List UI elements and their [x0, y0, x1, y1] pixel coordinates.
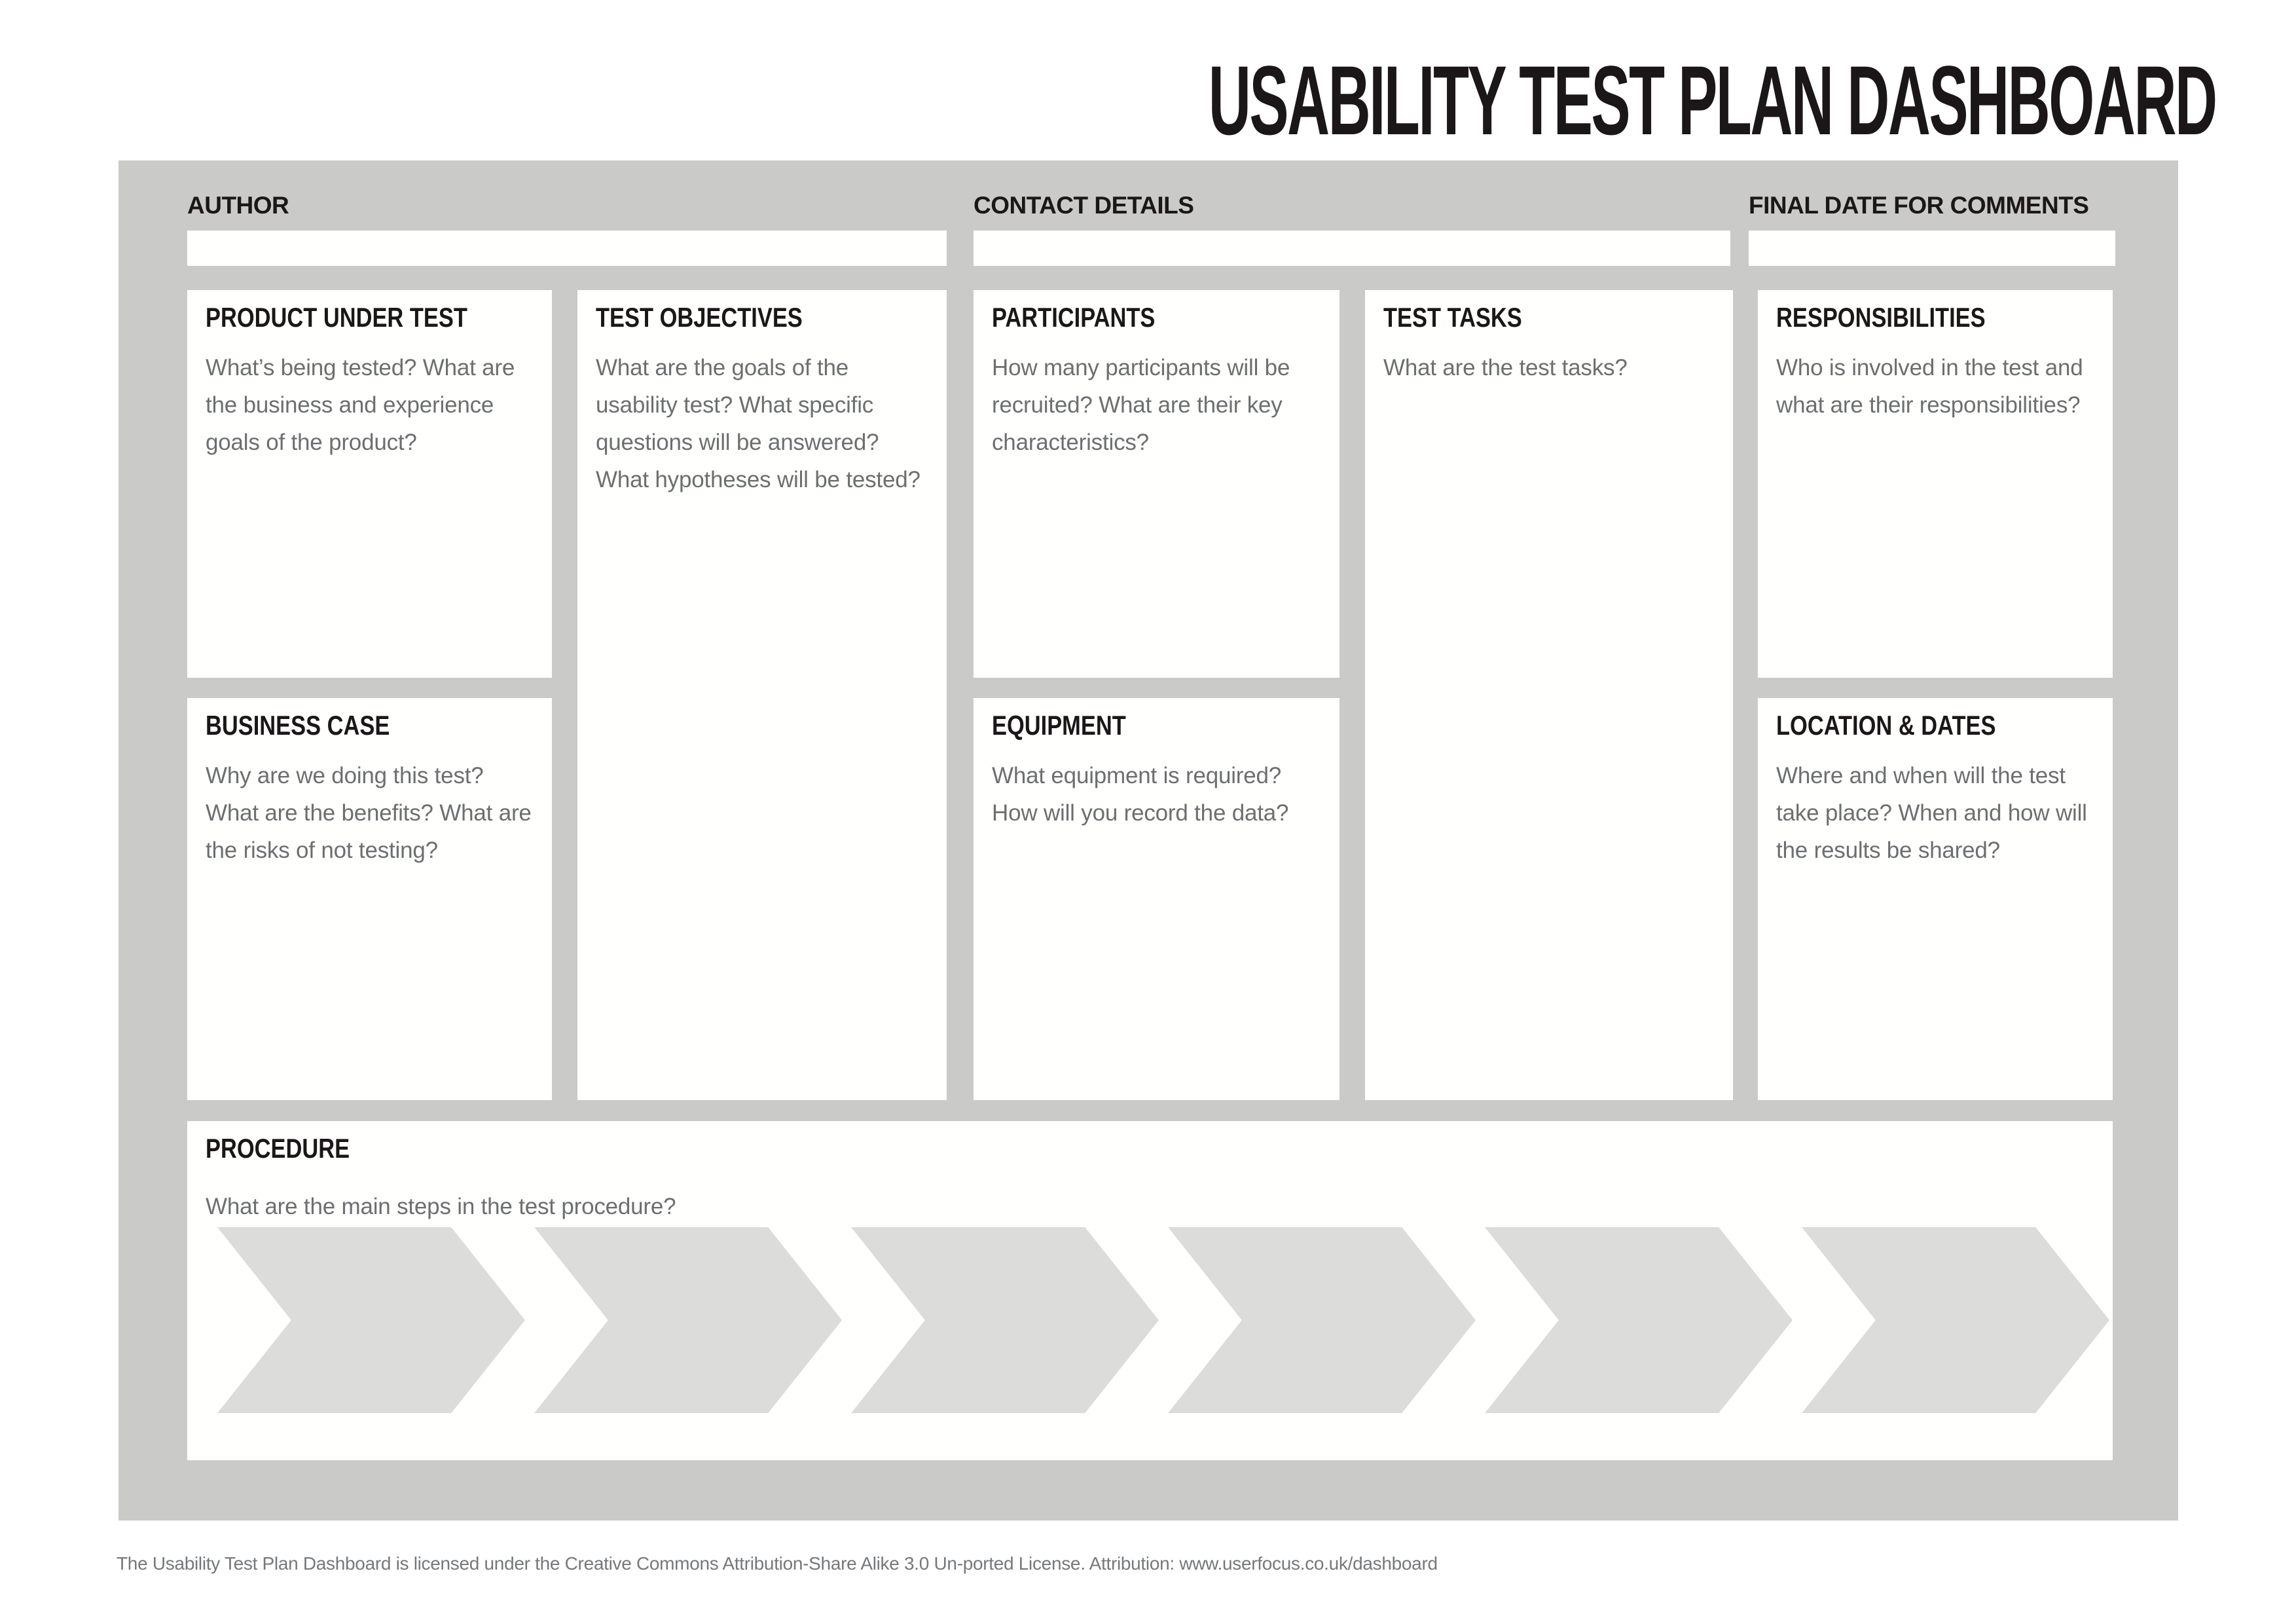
author-field-label: AUTHOR	[187, 192, 289, 219]
card-responsibilities: RESPONSIBILITIES Who is involved in the …	[1758, 290, 2113, 678]
card-title: PRODUCT UNDER TEST	[206, 302, 467, 333]
procedure-step-chevron	[217, 1227, 525, 1413]
final-date-input[interactable]	[1749, 231, 2115, 266]
page-title: USABILITY TEST PLAN DASHBOARD	[1209, 45, 2217, 155]
card-title: TEST TASKS	[1383, 302, 1522, 333]
card-prompt: What equipment is required? How will you…	[992, 763, 1289, 826]
card-business-case: BUSINESS CASE Why are we doing this test…	[187, 698, 552, 1100]
card-title: RESPONSIBILITIES	[1776, 302, 1986, 333]
card-equipment: EQUIPMENT What equipment is required? Ho…	[974, 698, 1339, 1100]
card-test-objectives: TEST OBJECTIVES What are the goals of th…	[577, 290, 947, 1100]
card-participants: PARTICIPANTS How many participants will …	[974, 290, 1339, 678]
procedure-steps-row	[217, 1227, 2109, 1413]
card-prompt: What are the test tasks?	[1383, 355, 1628, 380]
final-date-field-label: FINAL DATE FOR COMMENTS	[1749, 192, 2089, 219]
card-prompt: What are the main steps in the test proc…	[206, 1194, 676, 1219]
dashboard-panel: AUTHOR CONTACT DETAILS FINAL DATE FOR CO…	[118, 160, 2178, 1521]
card-title: PARTICIPANTS	[992, 302, 1156, 333]
card-prompt: Who is involved in the test and what are…	[1776, 355, 2083, 418]
procedure-step-chevron	[1485, 1227, 1793, 1413]
card-test-tasks: TEST TASKS What are the test tasks?	[1365, 290, 1733, 1100]
contact-details-field-label: CONTACT DETAILS	[974, 192, 1194, 219]
card-product-under-test: PRODUCT UNDER TEST What’s being tested? …	[187, 290, 552, 678]
procedure-step-chevron	[851, 1227, 1159, 1413]
card-prompt: What’s being tested? What are the busine…	[206, 355, 515, 455]
card-prompt: What are the goals of the usability test…	[596, 355, 920, 492]
card-title: TEST OBJECTIVES	[596, 302, 803, 333]
card-title: EQUIPMENT	[992, 710, 1126, 741]
card-prompt: Where and when will the test take place?…	[1776, 763, 2087, 863]
card-prompt: Why are we doing this test? What are the…	[206, 763, 532, 863]
card-title: LOCATION & DATES	[1776, 710, 1996, 741]
procedure-step-chevron	[1168, 1227, 1476, 1413]
card-title: BUSINESS CASE	[206, 710, 390, 741]
license-footer: The Usability Test Plan Dashboard is lic…	[117, 1553, 1438, 1574]
card-procedure: PROCEDURE What are the main steps in the…	[187, 1121, 2113, 1460]
author-input[interactable]	[187, 231, 947, 266]
card-title: PROCEDURE	[206, 1133, 350, 1164]
card-prompt: How many participants will be recruited?…	[992, 355, 1290, 455]
card-location-dates: LOCATION & DATES Where and when will the…	[1758, 698, 2113, 1100]
contact-details-input[interactable]	[974, 231, 1730, 266]
procedure-step-chevron	[1802, 1227, 2109, 1413]
procedure-step-chevron	[534, 1227, 842, 1413]
